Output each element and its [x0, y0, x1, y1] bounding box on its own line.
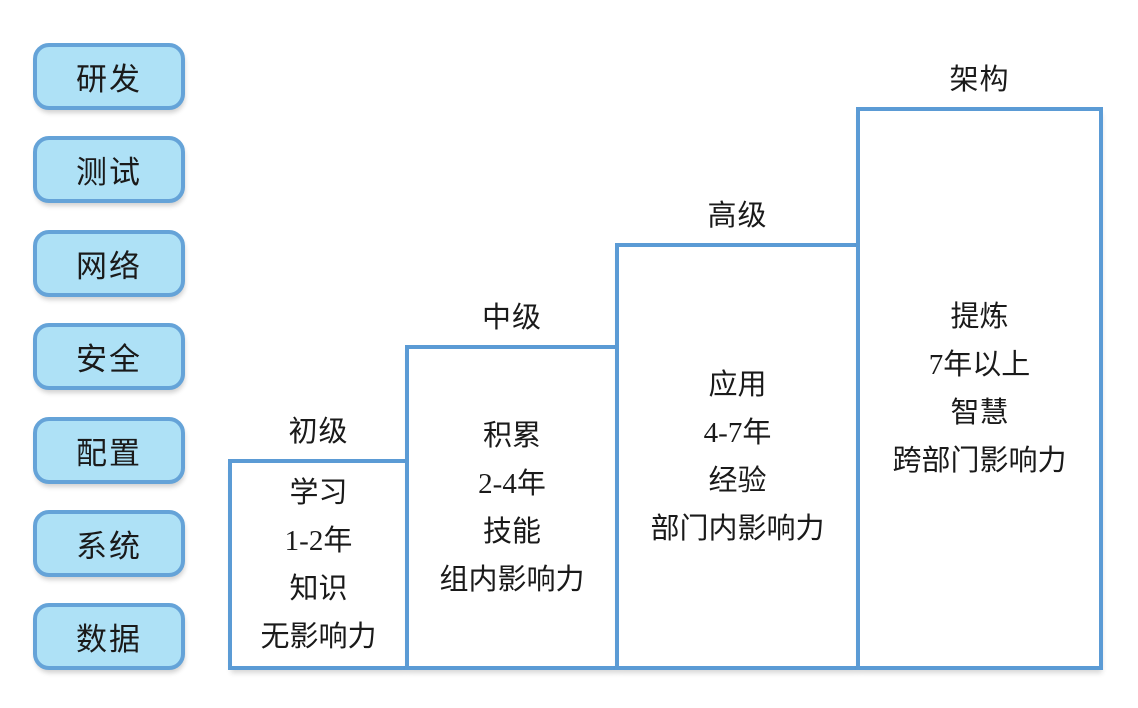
step-title-junior: 初级 [288, 416, 349, 448]
step-box-intermediate: 积累 2-4年 技能 组内影响力 [405, 345, 619, 670]
step-line: 知识 [289, 572, 348, 605]
step-line: 学习 [289, 476, 348, 509]
step-line: 积累 [482, 419, 541, 452]
step-box-junior: 学习 1-2年 知识 无影响力 [228, 459, 409, 670]
category-pill-label: 研发 [76, 62, 142, 97]
step-line: 部门内影响力 [650, 512, 825, 545]
step-box-architect: 提炼 7年以上 智慧 跨部门影响力 [856, 107, 1103, 670]
step-title-senior: 高级 [707, 200, 768, 232]
category-pill-label: 配置 [76, 436, 142, 471]
step-line: 智慧 [950, 396, 1009, 429]
step-title-intermediate: 中级 [481, 302, 542, 334]
step-line: 经验 [708, 464, 767, 497]
category-pill-system: 系统 [33, 510, 185, 577]
category-pill-label: 安全 [76, 342, 142, 377]
step-line: 1-2年 [284, 524, 353, 557]
step-title-architect: 架构 [949, 64, 1010, 96]
step-line: 无影响力 [260, 620, 377, 653]
step-line: 组内影响力 [439, 563, 585, 596]
category-pill-label: 数据 [76, 622, 142, 657]
category-pill-security: 安全 [33, 323, 185, 390]
step-line: 7年以上 [928, 348, 1031, 381]
category-pill-data: 数据 [33, 603, 185, 670]
step-line: 技能 [482, 515, 541, 548]
category-pill-label: 系统 [76, 529, 142, 564]
step-box-senior: 应用 4-7年 经验 部门内影响力 [615, 243, 860, 670]
category-pill-label: 测试 [76, 155, 142, 190]
category-pill-network: 网络 [33, 230, 185, 297]
step-line: 应用 [708, 368, 767, 401]
category-pill-label: 网络 [76, 249, 142, 284]
category-pill-rnd: 研发 [33, 43, 185, 110]
category-pill-testing: 测试 [33, 136, 185, 203]
category-pill-config: 配置 [33, 417, 185, 484]
step-line: 跨部门影响力 [892, 444, 1067, 477]
step-line: 提炼 [950, 300, 1009, 333]
step-line: 4-7年 [703, 416, 772, 449]
step-line: 2-4年 [478, 467, 546, 500]
